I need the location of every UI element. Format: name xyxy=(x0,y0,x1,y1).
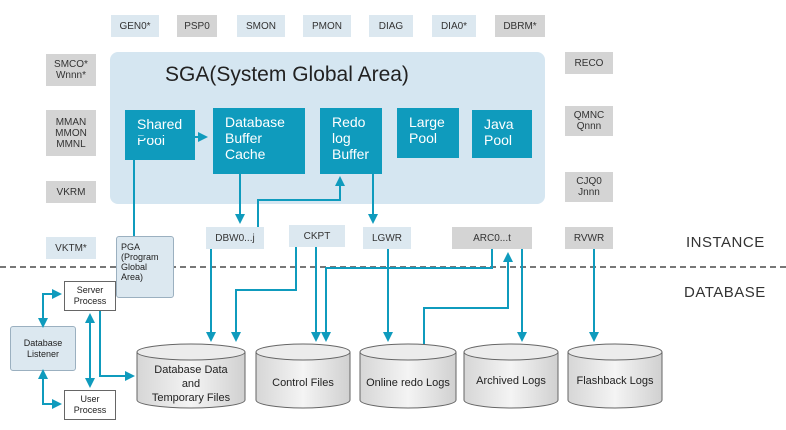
process-arc0: ARC0...t xyxy=(452,227,532,249)
pga-box: PGA (Program Global Area) xyxy=(116,236,174,298)
process-dbrm: DBRM* xyxy=(495,15,545,37)
control-files-cylinder xyxy=(255,343,351,409)
process-smon: SMON xyxy=(237,15,285,37)
process-dia0: DIA0* xyxy=(432,15,476,37)
process-vktm: VKTM* xyxy=(46,237,96,259)
db-buffer-cache: Database Buffer Cache xyxy=(213,108,305,174)
process-mman: MMAN MMON MMNL xyxy=(46,110,96,156)
process-qmnc: QMNC Qnnn xyxy=(565,106,613,136)
flashback-logs-cylinder xyxy=(567,343,663,409)
process-ckpt: CKPT xyxy=(289,225,345,247)
java-pool: Java Pool xyxy=(472,110,532,158)
large-pool: Large Pool xyxy=(397,108,459,158)
process-dbw0: DBW0...j xyxy=(206,227,264,249)
process-psp0: PSP0 xyxy=(177,15,217,37)
user-process: User Process xyxy=(64,390,116,420)
control-files-label: Control Files xyxy=(272,377,334,389)
process-gen0: GEN0* xyxy=(111,15,159,37)
process-reco: RECO xyxy=(565,52,613,74)
datafiles-label: Database Data and Temporary Files xyxy=(151,364,231,404)
process-vkrm: VKRM xyxy=(46,181,96,203)
process-pmon: PMON xyxy=(303,15,351,37)
online-redo-logs-label: Online redo Logs xyxy=(366,377,450,389)
online-redo-logs-cylinder xyxy=(359,343,457,409)
redo-log-buffer: Redo log Buffer xyxy=(320,108,382,174)
process-diag: DIAG xyxy=(369,15,413,37)
process-smco: SMCO* Wnnn* xyxy=(46,54,96,86)
process-rvwr: RVWR xyxy=(565,227,613,249)
datafiles-cylinder xyxy=(136,343,246,409)
instance-label: INSTANCE xyxy=(686,234,765,251)
sga-title: SGA(System Global Area) xyxy=(165,63,409,86)
database-listener: Database Listener xyxy=(10,326,76,371)
process-cjq0: CJQ0 Jnnn xyxy=(565,172,613,202)
server-process: Server Process xyxy=(64,281,116,311)
archived-logs-label: Archived Logs xyxy=(476,375,546,387)
process-lgwr: LGWR xyxy=(363,227,411,249)
database-label: DATABASE xyxy=(684,284,766,301)
archived-logs-cylinder xyxy=(463,343,559,409)
flashback-logs-label: Flashback Logs xyxy=(576,375,654,387)
